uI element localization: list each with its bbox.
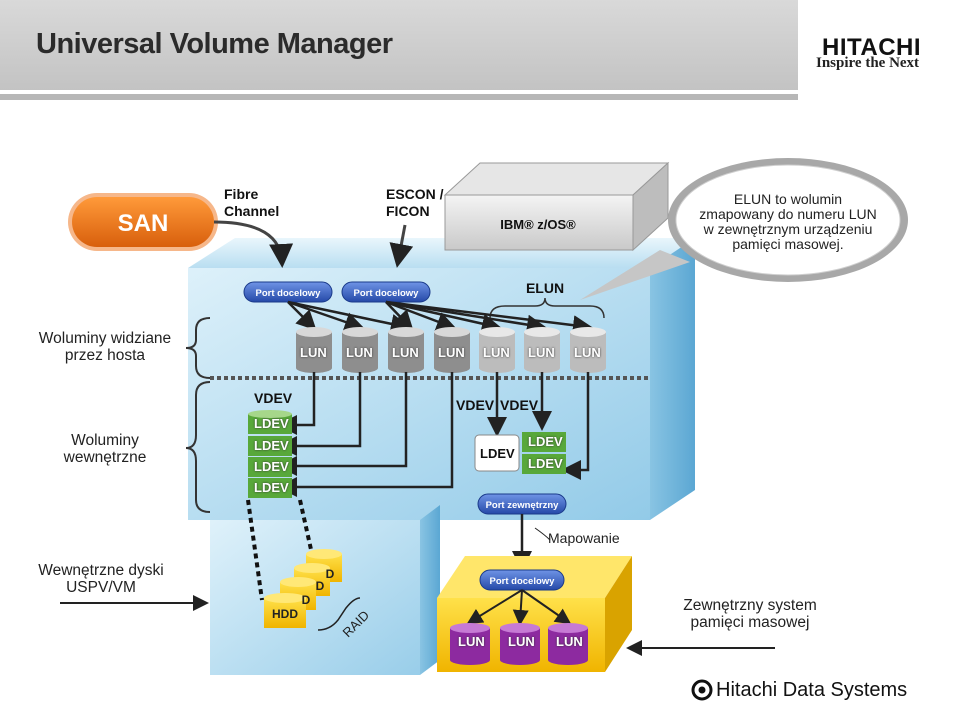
fibre-channel-label: Fibre Channel [224, 186, 280, 219]
logo-name: HITACHI [822, 34, 922, 61]
lun-row [296, 327, 606, 373]
host-volumes-bracket [185, 317, 211, 379]
elun-label: ELUN [526, 280, 564, 296]
ldev-label: LDEV [254, 459, 289, 474]
hds-logo-icon [691, 679, 713, 701]
ldev-stack [248, 410, 292, 498]
lun-cylinder [434, 327, 470, 373]
logo-tagline: Inspire the Next [816, 55, 920, 71]
mapping-pointer [534, 527, 551, 541]
san-label: SAN [118, 210, 169, 237]
ldev-label: LDEV [254, 480, 289, 495]
lun-to-ldev-arrows [277, 372, 590, 497]
internal-volumes-label: Woluminy wewnętrzne [63, 432, 147, 466]
callout-bubble [675, 164, 901, 276]
header-bar [0, 0, 798, 90]
lun-cylinder [570, 327, 606, 373]
external-ldev [474, 434, 520, 472]
escon-cable [389, 224, 414, 268]
footer-brand: Hitachi Data Systems [716, 679, 908, 701]
raid-brace [317, 597, 361, 631]
ldev-pair-top [522, 432, 566, 452]
ldev-label: LDEV [528, 456, 563, 471]
fibre-cable [213, 220, 294, 268]
lower-cube-side [420, 505, 440, 675]
target-port-1-label: Port docelowy [256, 288, 322, 299]
cube-side [650, 238, 695, 520]
host-top [443, 162, 670, 196]
internal-volumes-bracket [185, 381, 211, 513]
lun-label: LUN [483, 345, 510, 360]
mapping-label: Mapowanie [548, 530, 620, 546]
external-lun-cylinder [548, 623, 588, 665]
ldev-label: LDEV [528, 434, 563, 449]
escon-ficon-label: ESCON / FICON [386, 186, 444, 219]
lun-label: LUN [392, 345, 419, 360]
hdd-label-2: D [316, 579, 325, 593]
callout-tail [580, 250, 690, 300]
vdev-label: VDEV [254, 390, 293, 406]
lun-cylinder [524, 327, 560, 373]
san-pill [72, 197, 214, 247]
internal-disks-label: Wewnętrzne dyski USPV/VM [38, 562, 164, 596]
lun-label: LUN [346, 345, 373, 360]
external-lun-label: LUN [556, 634, 583, 649]
vdev-label: VDEV [456, 397, 495, 413]
external-lun-cylinder [450, 623, 490, 665]
elun-brace [489, 297, 605, 319]
ext-port-to-lun-arrows [466, 589, 572, 626]
lun-label: LUN [528, 345, 555, 360]
ldev-label: LDEV [254, 416, 289, 431]
vdev-label: VDEV [500, 397, 539, 413]
ldev-label: LDEV [254, 438, 289, 453]
host-volumes-label: Woluminy widziane przez hosta [38, 330, 172, 364]
lun-label: LUN [574, 345, 601, 360]
hdd-label-3: D [302, 593, 311, 607]
ext-target-port-label: Port docelowy [490, 576, 556, 587]
hdd-label-4: HDD [272, 607, 298, 621]
lun-label: LUN [300, 345, 327, 360]
hitachi-logo [798, 0, 959, 100]
header-divider [0, 94, 798, 100]
lun-cylinder [479, 327, 515, 373]
external-ldev-label: LDEV [480, 446, 515, 461]
external-lun-row [450, 623, 588, 665]
external-system-label: Zewnętrzny system pamięci masowej [683, 597, 817, 631]
hdd-label-1: D [326, 567, 335, 581]
lun-cylinder [342, 327, 378, 373]
lun-cylinder [296, 327, 332, 373]
ldev-pair-bottom [522, 454, 566, 474]
host-label: IBM® z/OS® [500, 217, 576, 232]
callout-text: ELUN to wolumin zmapowany do numeru LUN … [699, 191, 877, 252]
lun-label: LUN [438, 345, 465, 360]
hdd-stack [264, 549, 342, 628]
target-port-2-label: Port docelowy [354, 288, 420, 299]
external-lun-label: LUN [508, 634, 535, 649]
lun-cylinder [388, 327, 424, 373]
external-lun-label: LUN [458, 634, 485, 649]
port-to-lun-arrows [287, 300, 593, 336]
host-side [632, 161, 669, 252]
ext-cube-side [605, 556, 632, 672]
external-port-label: Port zewnętrzny [486, 500, 560, 511]
external-lun-cylinder [500, 623, 540, 665]
page-title: Universal Volume Manager [36, 28, 393, 60]
